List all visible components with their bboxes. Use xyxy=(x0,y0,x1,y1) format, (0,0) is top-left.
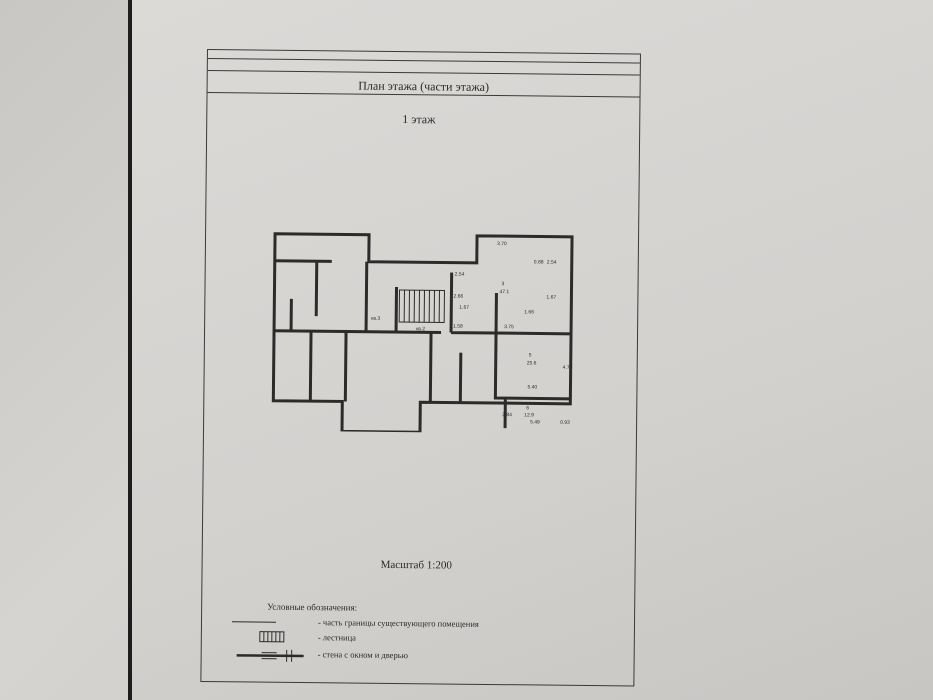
document-frame: План этажа (части этажа) 1 этаж кв.3 кв.… xyxy=(200,49,641,687)
floor-plan: кв.3 кв.2 3 47.1 5 25.6 6 12.9 3.70 0.88… xyxy=(271,232,574,434)
dim-088: 0.88 xyxy=(534,259,544,265)
scale-label: Масштаб 1:200 xyxy=(380,558,452,572)
label-room3-num: 3 xyxy=(502,281,505,287)
header-rule xyxy=(207,70,640,76)
wall-window-door-icon xyxy=(232,647,312,662)
dim-474: 4.74 xyxy=(563,365,573,371)
label-kv2: кв.2 xyxy=(416,326,425,332)
boundary-line-icon xyxy=(231,615,312,628)
label-room3-area: 47.1 xyxy=(499,289,509,295)
binder-line xyxy=(128,0,132,700)
dim-540: 5.40 xyxy=(527,384,537,390)
label-room6-num: 6 xyxy=(526,405,529,411)
dim-158: 1.58 xyxy=(453,324,463,330)
floor-label: 1 этаж xyxy=(402,112,436,127)
legend-item-stairs: - лестница xyxy=(232,630,356,643)
dim-284: 2.84 xyxy=(502,412,512,418)
dim-254: 2.54 xyxy=(455,272,465,278)
dim-167: 1.67 xyxy=(459,305,469,311)
plan-labels: кв.3 кв.2 3 47.1 5 25.6 6 12.9 3.70 0.88… xyxy=(371,241,573,426)
legend-item-text: - лестница xyxy=(317,632,356,643)
floor-plan-walls xyxy=(271,232,574,434)
stairs-symbol xyxy=(398,289,445,324)
legend-item-text: - стена с окном и дверью xyxy=(317,649,409,661)
paper-sheet xyxy=(132,0,933,700)
legend-heading: Условные обозначения: xyxy=(267,601,358,613)
legend-item-boundary: - часть границы существующего помещения xyxy=(231,615,479,630)
dim-549: 5.49 xyxy=(530,419,540,425)
legend-item-wall: - стена с окном и дверью xyxy=(232,647,409,662)
label-room5-area: 25.6 xyxy=(527,360,537,366)
dim-375: 3.75 xyxy=(504,324,514,330)
dim-167b: 1.67 xyxy=(546,295,556,301)
dim-093: 0.93 xyxy=(560,420,570,426)
dim-254b: 2.54 xyxy=(547,260,557,266)
label-room6-area: 12.9 xyxy=(524,412,534,418)
stairs-icon xyxy=(232,630,312,643)
dim-266: 2.66 xyxy=(453,294,463,300)
label-room5-num: 5 xyxy=(529,352,532,358)
dim-166: 1.66 xyxy=(524,309,534,315)
label-kv3: кв.3 xyxy=(371,316,380,322)
header-rule xyxy=(207,58,640,64)
legend-item-text: - часть границы существующего помещения xyxy=(317,617,479,629)
dim-370: 3.70 xyxy=(497,241,507,247)
